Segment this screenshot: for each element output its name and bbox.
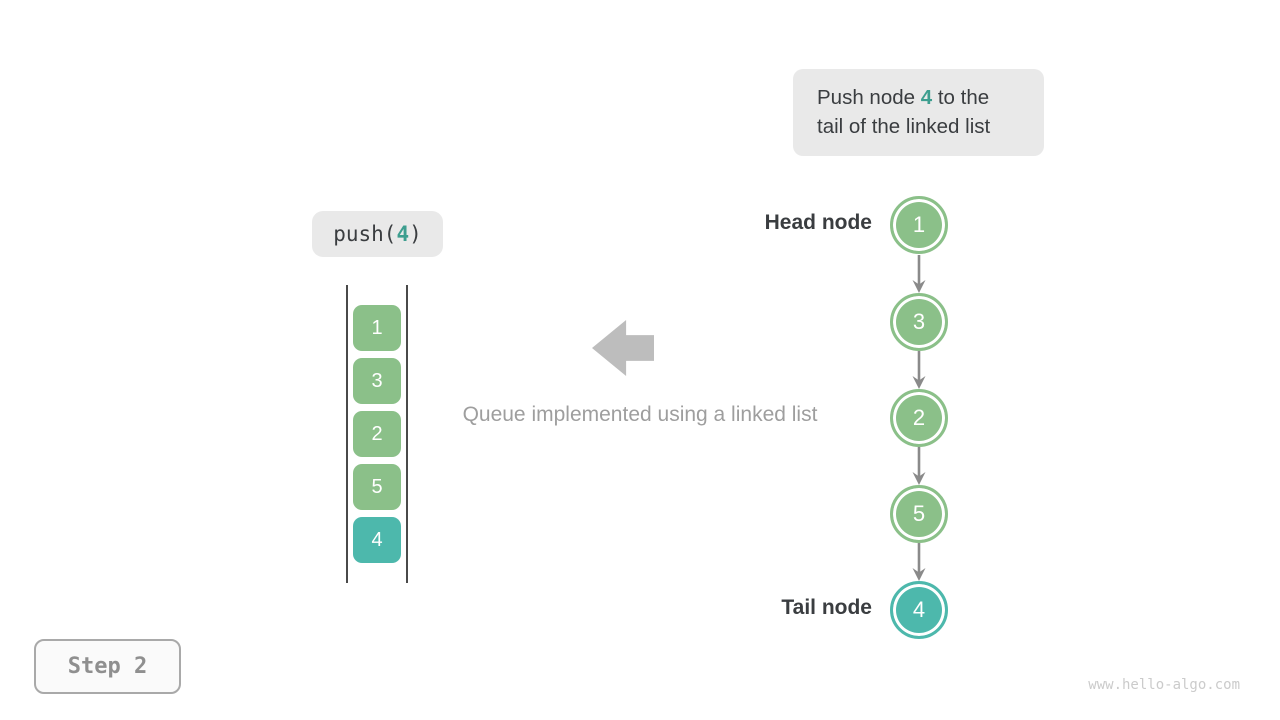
operation-prefix: push( [333,222,397,246]
tail-node-label: Tail node [781,596,872,619]
callout-highlight-value: 4 [920,86,933,109]
callout-text-after: to the [932,86,990,109]
step-badge: Step 2 [34,639,181,694]
link-arrow-icon [912,543,926,581]
queue-item: 3 [353,358,401,404]
diagram-caption: Queue implemented using a linked list [462,403,818,426]
callout-push-description: Push node 4 to the tail of the linked li… [793,69,1044,156]
queue-item: 1 [353,305,401,351]
list-node: 3 [890,293,948,351]
operation-arg: 4 [396,222,410,246]
queue-item: 5 [353,464,401,510]
link-arrow-icon [912,351,926,389]
left-arrow-icon [592,320,654,376]
operation-suffix: ) [409,222,422,246]
head-node-label: Head node [764,211,872,234]
watermark: www.hello-algo.com [1088,677,1240,693]
link-arrow-icon [912,447,926,485]
operation-label: push(4) [312,211,443,257]
callout-text-before: Push node [817,86,921,109]
list-node-pushed: 4 [890,581,948,639]
list-node: 1 [890,196,948,254]
list-node: 2 [890,389,948,447]
queue-item-pushed: 4 [353,517,401,563]
link-arrow-icon [912,255,926,293]
list-node: 5 [890,485,948,543]
queue-container: 1 3 2 5 4 [346,285,408,583]
callout-text-line2: tail of the linked list [817,115,991,138]
queue-item: 2 [353,411,401,457]
